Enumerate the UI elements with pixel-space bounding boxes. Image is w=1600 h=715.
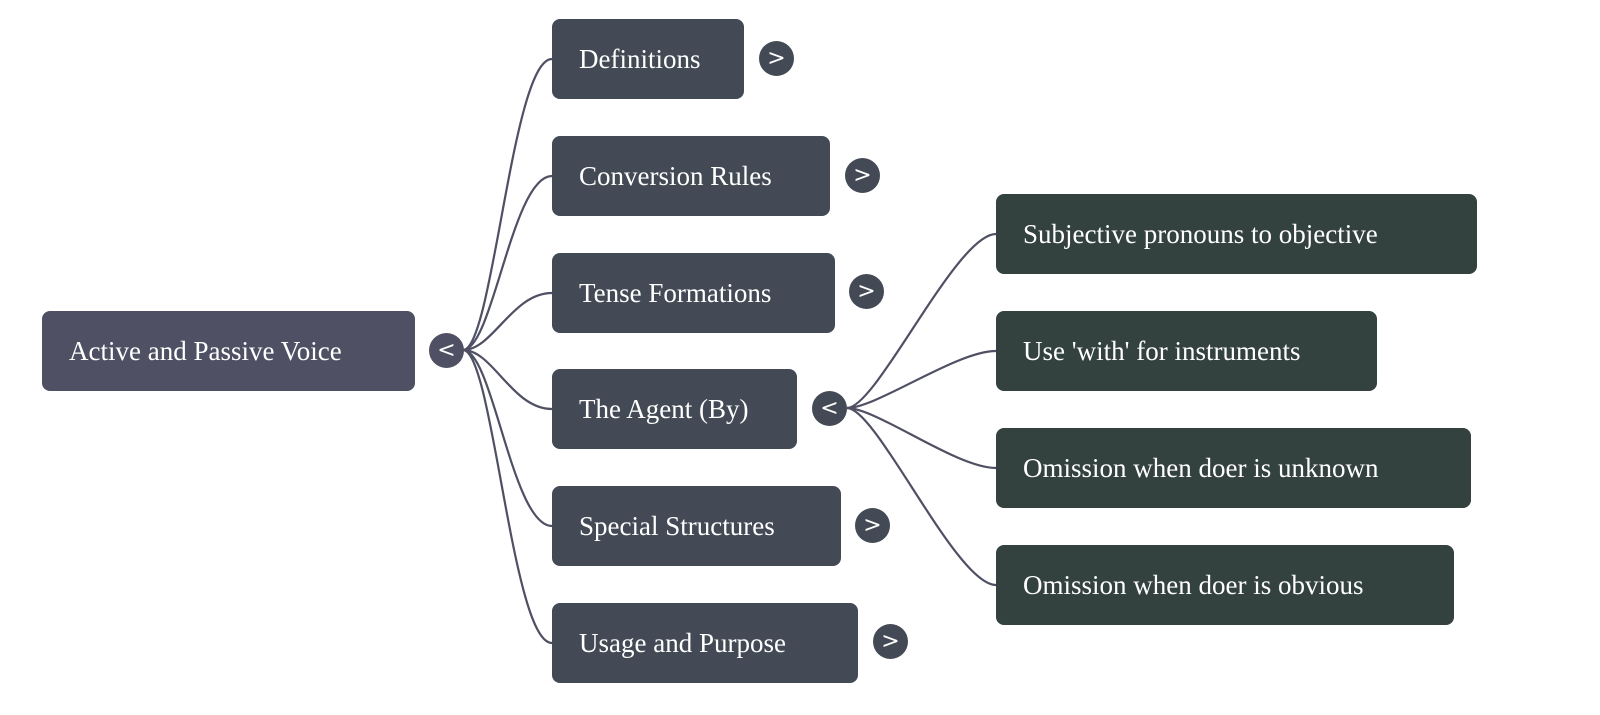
- chevron-left-icon: <: [820, 396, 839, 421]
- branch-label: Tense Formations: [579, 277, 772, 308]
- root-label: Active and Passive Voice: [69, 335, 342, 366]
- chevron-right-icon: >: [767, 46, 786, 71]
- branch-special-structures[interactable]: Special Structures: [552, 486, 841, 566]
- branch-conversion-rules[interactable]: Conversion Rules: [552, 136, 830, 216]
- chevron-right-icon: >: [853, 163, 872, 188]
- leaf-label: Subjective pronouns to objective: [1023, 218, 1378, 249]
- expand-toggle-usage-and-purpose[interactable]: >: [873, 624, 908, 659]
- leaf-label: Omission when doer is unknown: [1023, 452, 1379, 483]
- leaf-label: Use 'with' for instruments: [1023, 335, 1301, 366]
- leaf-subjective-pronouns[interactable]: Subjective pronouns to objective: [996, 194, 1477, 274]
- leaf-use-with-instruments[interactable]: Use 'with' for instruments: [996, 311, 1377, 391]
- branch-usage-and-purpose[interactable]: Usage and Purpose: [552, 603, 858, 683]
- branch-the-agent[interactable]: The Agent (By): [552, 369, 797, 449]
- chevron-left-icon: <: [437, 338, 456, 363]
- leaf-omission-obvious[interactable]: Omission when doer is obvious: [996, 545, 1454, 625]
- chevron-right-icon: >: [863, 513, 882, 538]
- connector-agent-leaf-1: [846, 349, 997, 410]
- connector-agent-leaf-3: [846, 406, 997, 587]
- collapse-toggle-the-agent[interactable]: <: [812, 391, 847, 426]
- expand-toggle-conversion-rules[interactable]: >: [845, 158, 880, 193]
- branch-label: Usage and Purpose: [579, 627, 786, 658]
- connector-root-branch-2: [462, 291, 553, 352]
- connector-root-branch-4: [462, 348, 553, 528]
- branch-definitions[interactable]: Definitions: [552, 19, 744, 99]
- connector-root-branch-3: [462, 348, 553, 411]
- branch-label: Definitions: [579, 43, 701, 74]
- connector-root-branch-5: [462, 348, 553, 645]
- connector-agent-leaf-0: [846, 232, 997, 410]
- expand-toggle-special-structures[interactable]: >: [855, 508, 890, 543]
- root-collapse-toggle[interactable]: <: [429, 333, 464, 368]
- expand-toggle-tense-formations[interactable]: >: [849, 274, 884, 309]
- connector-root-branch-0: [462, 57, 553, 352]
- chevron-right-icon: >: [857, 279, 876, 304]
- branch-label: Conversion Rules: [579, 160, 772, 191]
- chevron-right-icon: >: [881, 629, 900, 654]
- branch-label: Special Structures: [579, 510, 775, 541]
- branch-label: The Agent (By): [579, 393, 749, 424]
- leaf-omission-unknown[interactable]: Omission when doer is unknown: [996, 428, 1471, 508]
- leaf-label: Omission when doer is obvious: [1023, 569, 1364, 600]
- connector-root-branch-1: [462, 174, 553, 352]
- expand-toggle-definitions[interactable]: >: [759, 41, 794, 76]
- connector-agent-leaf-2: [846, 406, 997, 470]
- root-node[interactable]: Active and Passive Voice: [42, 311, 415, 391]
- branch-tense-formations[interactable]: Tense Formations: [552, 253, 835, 333]
